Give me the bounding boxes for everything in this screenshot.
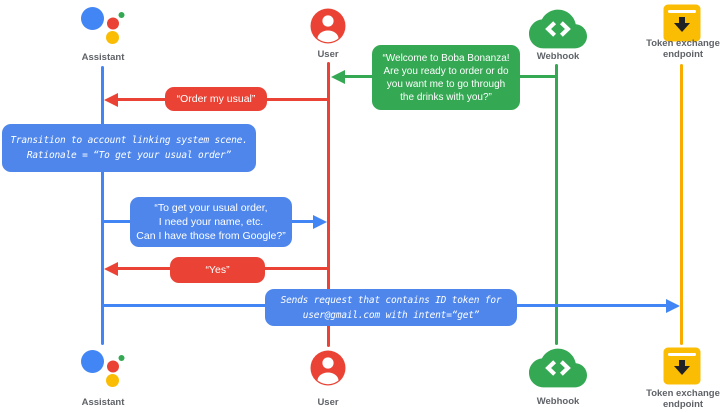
assistant-label-bottom: Assistant [81,397,125,408]
message-line: “To get your usual order, [154,202,268,214]
token-endpoint-label-bottom: Token exchange endpoint [646,388,720,410]
webhook-label-bottom: Webhook [536,396,580,407]
arrow-welcome-arrowhead [331,70,345,84]
arrow-order-usual-arrowhead [104,93,118,107]
message-line: you want me to go through [386,78,506,90]
arrow-sends-request-arrowhead [666,299,680,313]
message-line: I need your name, etc. [158,216,264,228]
message-line: “Welcome to Boba Bonanza! [382,52,510,64]
user-label-bottom: User [317,397,339,408]
webhook-icon [529,339,587,397]
user-icon [310,350,346,386]
message-line: user@gmail.com with intent=“get” [302,309,480,321]
assistant-lifeline [101,66,104,345]
message-line: Can I have those from Google?” [136,230,286,242]
assistant-label-top: Assistant [81,52,125,63]
message-line: “Order my usual” [176,93,256,105]
message-yes: “Yes” [170,257,265,283]
token-endpoint-label-top: Token exchange endpoint [646,38,720,60]
webhook-icon [529,0,587,58]
message-line: the drinks with you?” [400,91,492,103]
message-line: “Yes” [205,264,230,276]
assistant-icon [79,349,129,391]
user-lifeline [327,62,330,347]
webhook-label-top: Webhook [536,51,580,62]
message-ask-info: “To get your usual order, I need your na… [130,197,292,247]
note-transition-scene: Transition to account linking system sce… [2,124,256,172]
note-sends-request: Sends request that contains ID token for… [265,289,517,326]
message-line: Sends request that contains ID token for [280,294,502,306]
webhook-lifeline [555,64,558,345]
message-order-usual: “Order my usual” [165,87,267,111]
token-endpoint-icon [663,4,701,42]
message-line: Transition to account linking system sce… [10,135,248,146]
arrow-ask-info-arrowhead [313,215,327,229]
token-endpoint-icon [663,347,701,385]
message-line: Rationale = “To get your usual order” [26,150,232,161]
message-welcome: “Welcome to Boba Bonanza! Are you ready … [372,45,520,110]
user-label-top: User [317,49,339,60]
arrow-yes-arrowhead [104,262,118,276]
message-line: Are you ready to order or do [383,65,509,77]
user-icon [310,8,346,44]
assistant-icon [79,6,129,48]
token-endpoint-lifeline [680,64,683,345]
